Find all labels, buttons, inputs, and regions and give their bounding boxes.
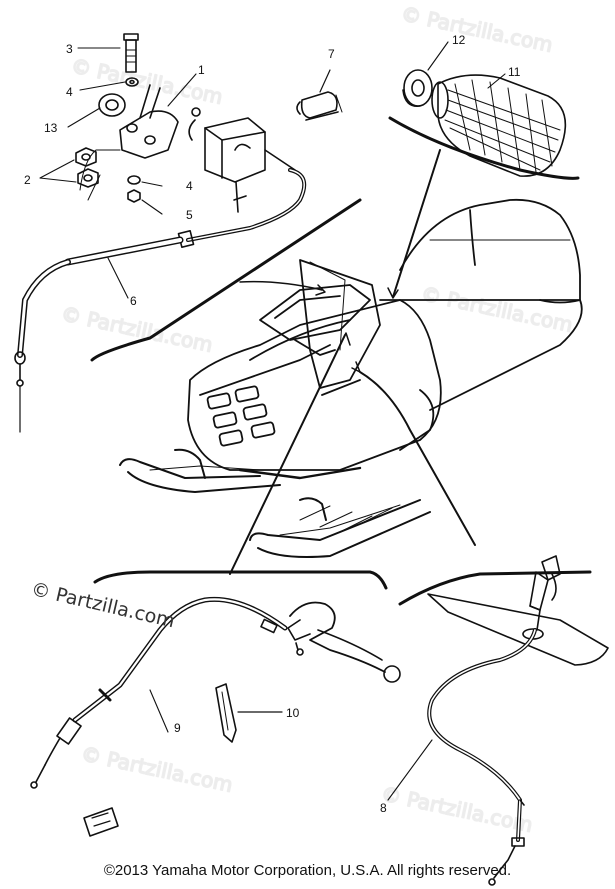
snowmobile-body <box>187 198 583 480</box>
callout-4-lower: 4 <box>186 179 193 193</box>
callout-12: 12 <box>452 33 466 47</box>
divider-throttle-group <box>90 198 362 362</box>
callout-labels: 1 2 3 4 4 5 6 7 8 9 10 11 12 13 <box>24 33 521 815</box>
throttle-lever <box>119 110 179 159</box>
throttle-housing <box>204 117 266 183</box>
nut <box>127 189 141 203</box>
callout-4-upper: 4 <box>66 85 73 99</box>
callout-9: 9 <box>174 721 181 735</box>
watermark-text: © Partzilla.com <box>419 281 575 337</box>
divider-grip-group <box>388 116 580 180</box>
mount-plate <box>427 593 609 666</box>
copyright-footer: ©2013 Yamaha Motor Corporation, U.S.A. A… <box>103 862 512 879</box>
washer <box>127 175 141 185</box>
callout-1: 1 <box>198 63 205 77</box>
divider-kill-group <box>398 570 592 606</box>
callout-8: 8 <box>380 801 387 815</box>
handlebar-grip <box>431 74 567 177</box>
grip-collar <box>402 69 433 107</box>
callout-leaders <box>39 41 506 801</box>
divider-brake-group <box>93 570 388 590</box>
cable-guide <box>215 683 237 743</box>
nut <box>77 168 99 188</box>
callout-13: 13 <box>44 121 58 135</box>
ski-left <box>119 448 281 493</box>
collar <box>98 93 126 117</box>
leader-lines-sled <box>229 149 476 575</box>
watermark-text: © Partzilla.com <box>79 741 235 797</box>
cable-clip <box>296 69 343 121</box>
nut <box>75 147 97 167</box>
callout-10: 10 <box>286 706 300 720</box>
callout-7: 7 <box>328 47 335 61</box>
throttle-housing-assembly <box>14 33 307 433</box>
callout-3: 3 <box>66 42 73 56</box>
windshield <box>299 259 381 389</box>
washer <box>125 77 139 87</box>
kill-switch-assembly <box>427 555 609 886</box>
callout-5: 5 <box>186 208 193 222</box>
ski-right <box>249 497 431 558</box>
callout-6: 6 <box>130 294 137 308</box>
watermark-text: © Partzilla.com <box>399 1 555 57</box>
brake-lever-assembly <box>30 596 401 789</box>
callout-2: 2 <box>24 173 31 187</box>
callout-11: 11 <box>508 65 521 79</box>
brake-lever <box>289 601 386 673</box>
watermark-text: © Partzilla.com <box>69 53 225 109</box>
id-stamp <box>83 807 119 837</box>
